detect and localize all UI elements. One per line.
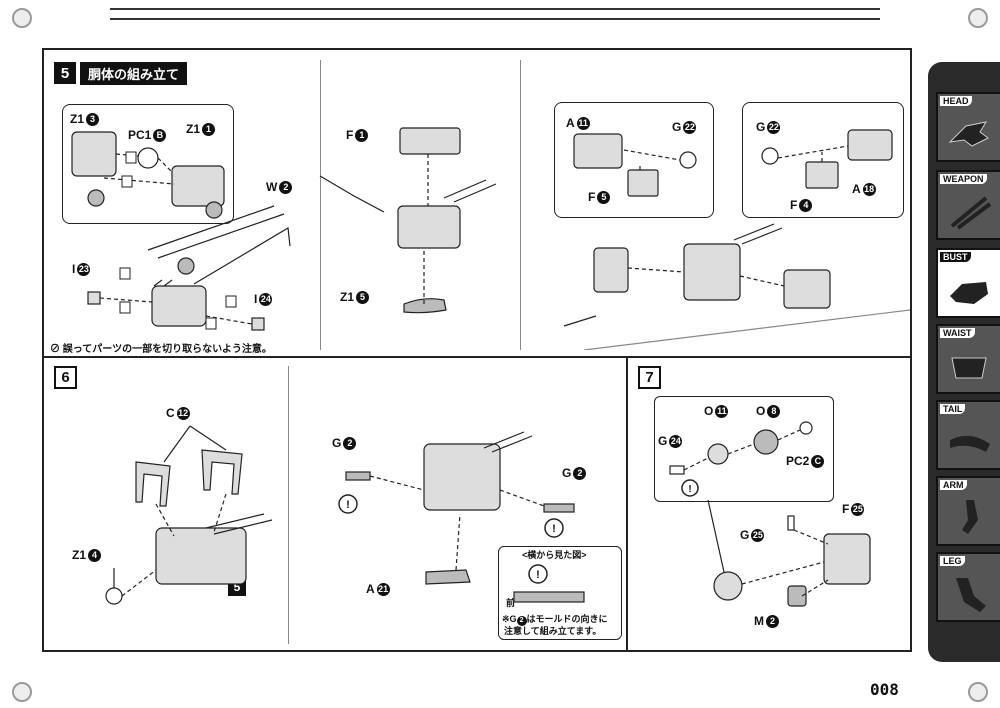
step6-diagram-art: !!! bbox=[105, 425, 585, 605]
part-shape bbox=[71, 131, 117, 177]
panel-divider bbox=[320, 60, 321, 350]
weapon-icon bbox=[950, 196, 992, 230]
tab-label: HEAD bbox=[940, 96, 972, 106]
mold-direction-note-2: 注意して組み立てます。 bbox=[504, 626, 602, 636]
corner-bolt-icon bbox=[968, 8, 988, 28]
tab-leg[interactable]: LEG bbox=[936, 552, 1000, 622]
cut-warning-text: ⊘ 誤ってパーツの一部を切り取らないよう注意。 bbox=[50, 344, 272, 355]
page-number: 008 bbox=[870, 680, 899, 699]
panel-divider bbox=[520, 60, 521, 350]
svg-text:!: ! bbox=[536, 569, 540, 581]
tab-label: LEG bbox=[940, 556, 965, 566]
step-number-7: 7 bbox=[638, 366, 661, 389]
step7-divider bbox=[626, 356, 628, 650]
waist-icon bbox=[951, 357, 987, 379]
corner-bolt-icon bbox=[12, 8, 32, 28]
head-icon bbox=[948, 121, 989, 147]
panel-divider bbox=[288, 366, 289, 644]
top-decor-bar bbox=[110, 8, 880, 20]
tab-arm[interactable]: ARM bbox=[936, 476, 1000, 546]
svg-text:!: ! bbox=[346, 499, 350, 511]
step-number-6: 6 bbox=[54, 366, 77, 389]
step7-diagram-art: ! bbox=[669, 421, 871, 607]
tab-label: WEAPON bbox=[940, 174, 987, 184]
svg-text:!: ! bbox=[552, 523, 556, 535]
arm-icon bbox=[962, 500, 978, 534]
tab-bust[interactable]: BUST bbox=[936, 248, 1000, 318]
tab-tail[interactable]: TAIL bbox=[936, 400, 1000, 470]
tab-label: ARM bbox=[940, 480, 967, 490]
tab-weapon[interactable]: WEAPON bbox=[936, 170, 1000, 240]
step5-diagram-art bbox=[71, 127, 910, 350]
bust-icon bbox=[950, 282, 988, 304]
corner-bolt-icon bbox=[968, 682, 988, 702]
corner-bolt-icon bbox=[12, 682, 32, 702]
tab-head[interactable]: HEAD bbox=[936, 92, 1000, 162]
tab-label: WAIST bbox=[940, 328, 975, 338]
step-title: 胴体の組み立て bbox=[80, 62, 188, 85]
leg-icon bbox=[956, 578, 986, 612]
front-label: 前 bbox=[506, 598, 516, 608]
tab-label: TAIL bbox=[940, 404, 966, 414]
tail-icon bbox=[950, 435, 990, 452]
side-view-title: <横から見た図> bbox=[522, 550, 587, 560]
warning-icon: ⊘ bbox=[50, 344, 63, 355]
tab-waist[interactable]: WAIST bbox=[936, 324, 1000, 394]
tab-label: BUST bbox=[940, 252, 971, 262]
row-divider bbox=[42, 356, 910, 358]
svg-text:!: ! bbox=[688, 484, 691, 495]
step-number-5: 5 bbox=[54, 62, 76, 84]
